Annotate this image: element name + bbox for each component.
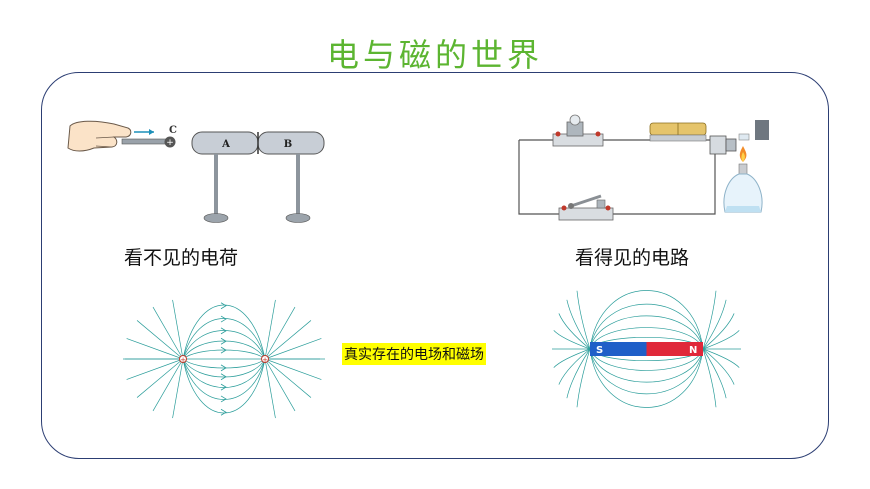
field-line [589, 348, 704, 383]
field-line [182, 358, 266, 388]
field-line [702, 330, 740, 350]
page-title: 电与磁的世界 [326, 36, 543, 74]
visible-circuit-caption: 看得见的电路 [575, 247, 690, 269]
field-arrow [220, 327, 227, 335]
field-line [182, 349, 266, 360]
field-line [264, 299, 276, 360]
conductor-a-label: A [221, 139, 230, 150]
field-line [152, 358, 184, 412]
field-line [264, 338, 322, 360]
field-line [589, 348, 704, 371]
field-line [136, 320, 184, 360]
charge-right [261, 355, 269, 363]
field-line [182, 358, 266, 369]
field-line [182, 318, 266, 360]
hand-icon [67, 120, 132, 152]
field-line [182, 358, 266, 414]
field-arrow [220, 315, 227, 323]
conductor-b-label: B [284, 139, 292, 150]
field-line [702, 348, 727, 399]
magnet-north-pole [646, 342, 703, 356]
field-arrow [220, 373, 227, 381]
magnet-south-pole [590, 342, 647, 356]
field-line [553, 330, 591, 350]
battery [649, 122, 707, 142]
field-line [702, 313, 735, 350]
field-line [566, 299, 591, 350]
field-line [264, 306, 296, 360]
field-line [589, 327, 704, 350]
field-line [172, 358, 184, 419]
field-line [182, 358, 266, 378]
electric-field-diagram: ++ [123, 299, 325, 419]
fields-caption: 真实存在的电场和磁场 [342, 343, 486, 365]
field-line [589, 290, 704, 350]
field-arrow [220, 395, 227, 403]
invisible-charge-caption: 看不见的电荷 [124, 247, 239, 269]
field-line [702, 290, 717, 350]
field-line [172, 299, 184, 360]
field-arrow [220, 408, 227, 416]
field-arrow [220, 383, 227, 391]
field-line [589, 348, 704, 408]
field-line [576, 290, 591, 350]
field-line [702, 348, 740, 368]
charge-sign: + [180, 356, 186, 364]
field-line [264, 358, 322, 380]
field-line [702, 348, 717, 408]
rod-label: C [169, 125, 177, 136]
field-line [136, 358, 184, 398]
field-arrow [220, 302, 227, 310]
content-frame [41, 72, 829, 459]
field-line [264, 358, 276, 419]
field-line [589, 315, 704, 350]
switch [558, 194, 614, 221]
field-line [126, 338, 184, 360]
bulb-holder [552, 114, 604, 147]
field-arrow [220, 346, 227, 354]
field-line [126, 358, 184, 380]
charge-sign: + [262, 356, 268, 364]
circuit-wire [518, 139, 716, 215]
charged-rod [121, 138, 169, 145]
electroscope-illustration: + C A B [67, 120, 325, 223]
circuit-illustration [518, 114, 769, 221]
field-line [558, 313, 591, 350]
field-line [182, 358, 266, 400]
field-arrow [220, 337, 227, 345]
field-line [702, 348, 735, 385]
field-line [576, 348, 591, 408]
field-line [152, 306, 184, 360]
heating-element [709, 120, 769, 155]
field-line [553, 348, 591, 368]
field-line [589, 303, 704, 350]
field-line [264, 320, 312, 360]
magnet-s-label: S [596, 345, 603, 356]
charge-left [179, 355, 187, 363]
field-line [702, 299, 727, 350]
field-line [558, 348, 591, 385]
field-line [264, 358, 312, 398]
field-line [566, 348, 591, 399]
field-line [589, 348, 704, 395]
field-arrow [220, 364, 227, 372]
field-line [182, 340, 266, 360]
alcohol-burner [723, 146, 763, 213]
field-line [264, 358, 296, 412]
svg-text:+: + [166, 138, 174, 148]
field-line [182, 304, 266, 360]
field-line [182, 330, 266, 360]
magnet-n-label: N [689, 345, 697, 356]
rod-tip [164, 136, 176, 148]
